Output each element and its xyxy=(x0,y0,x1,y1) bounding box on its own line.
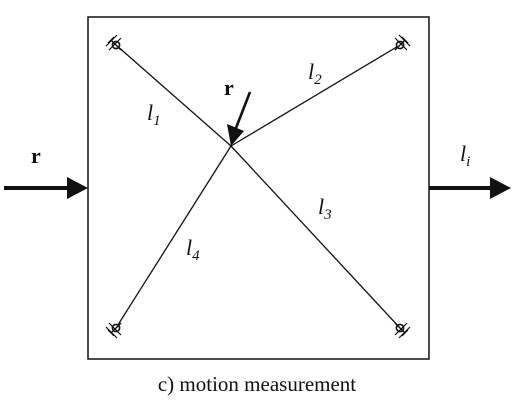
cable-label-l1-index: 1 xyxy=(153,113,161,129)
anchor-bottom-right-icon xyxy=(394,322,411,339)
cable-label-l4-letter: l xyxy=(186,235,192,260)
output-label-subscript: i xyxy=(466,154,470,170)
anchor-top-right-icon xyxy=(394,34,411,51)
cables xyxy=(115,44,401,329)
cable-label-l4-index: 4 xyxy=(192,248,200,264)
cable-label-l1: l1 xyxy=(147,100,161,129)
cable-label-l1-letter: l xyxy=(147,100,153,125)
cable-label-l3: l3 xyxy=(318,194,332,223)
cable-label-l3-letter: l xyxy=(318,194,324,219)
cable-label-l2-index: 2 xyxy=(314,72,322,88)
cable-l3 xyxy=(230,145,401,329)
output-label: li xyxy=(460,141,470,170)
input-label: r xyxy=(31,143,41,168)
output-label-letter: l xyxy=(460,141,466,166)
anchor-bottom-left-icon xyxy=(105,322,122,339)
output-arrow-icon xyxy=(429,177,511,199)
cable-l1 xyxy=(115,44,232,147)
cable-l2 xyxy=(230,44,401,147)
input-arrow-icon xyxy=(4,177,88,199)
cable-label-l3-index: 3 xyxy=(323,207,332,223)
cable-label-l2: l2 xyxy=(308,59,322,88)
cable-label-l2-letter: l xyxy=(308,59,314,84)
force-label: r xyxy=(224,75,234,100)
diagram-caption: c) motion measurement xyxy=(158,372,356,396)
measurement-frame xyxy=(87,16,430,360)
anchor-top-left-icon xyxy=(105,34,122,51)
cable-l4 xyxy=(115,145,232,329)
force-arrow-icon xyxy=(227,91,252,146)
cable-label-l4: l4 xyxy=(186,235,200,264)
